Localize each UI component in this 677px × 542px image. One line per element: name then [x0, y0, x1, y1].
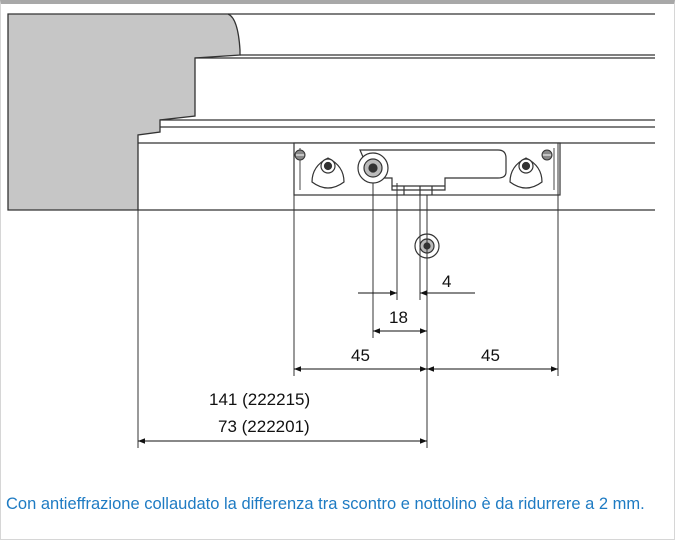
- sash-lines: [138, 13, 655, 211]
- screw-icon: [294, 149, 553, 161]
- frame-profile: [7, 13, 241, 211]
- dim-label-right-half: 45: [481, 346, 500, 365]
- extension-lines: [137, 143, 559, 448]
- dim-label-left-half: 45: [351, 346, 370, 365]
- dim-label-total-line2: 73 (222201): [218, 417, 310, 436]
- dim-label-offset: 18: [389, 308, 408, 327]
- caption-note: Con antieffrazione collaudato la differe…: [6, 495, 645, 513]
- dim-label-total-line1: 141 (222215): [209, 390, 310, 409]
- mounting-hole-icon: [311, 157, 543, 189]
- keeper-roller-icon: [357, 152, 389, 184]
- dim-label-gap: 4: [442, 272, 451, 291]
- dimension-lines: [138, 290, 558, 444]
